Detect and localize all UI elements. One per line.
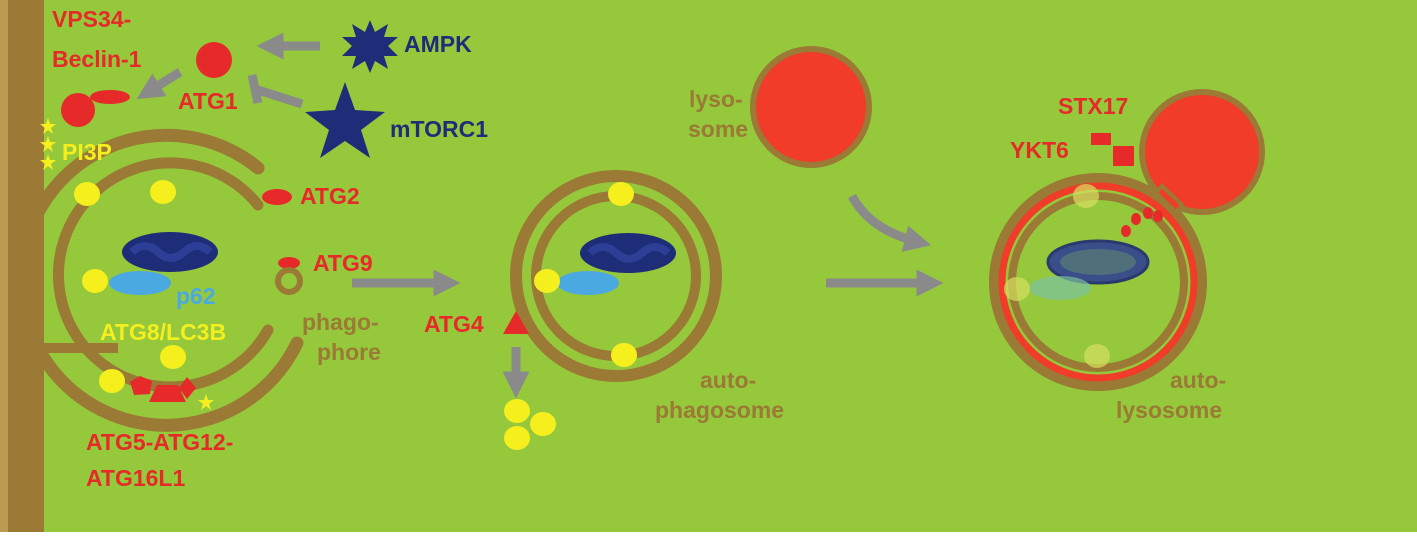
label-atg2: ATG2	[300, 183, 360, 209]
label-vps34-line1: VPS34-	[52, 6, 131, 32]
ampk-star	[342, 20, 398, 73]
fusing-lysosome	[1139, 89, 1265, 215]
label-autolysosome-line1: auto-	[1170, 367, 1226, 393]
label-lysosome-line1: lyso-	[689, 86, 743, 112]
label-ampk: AMPK	[404, 31, 472, 57]
arrows	[136, 32, 944, 399]
lc3-dots-faded	[1004, 184, 1110, 368]
lysosomal-droplets	[1121, 207, 1163, 237]
mitochondrion-degrading	[1046, 239, 1150, 285]
atg9-vesicle	[275, 267, 303, 295]
beclin1-ellipse	[90, 90, 130, 104]
label-atg8: ATG8/LC3B	[100, 319, 226, 345]
atg4-protein	[503, 311, 529, 334]
phagophore-inner-membrane	[53, 157, 274, 393]
stx17-ykt6-snares	[1091, 133, 1134, 166]
label-vps34-line2: Beclin-1	[52, 46, 142, 72]
p62-autolysosome	[1029, 276, 1091, 300]
autolysosome-red-membrane	[998, 182, 1198, 382]
autophagosome-outer-membrane	[510, 170, 722, 382]
phagophore-outer-membrane	[14, 128, 304, 432]
lysosome	[750, 46, 872, 168]
label-p62: p62	[176, 283, 216, 309]
label-mtorc1: mTORC1	[390, 116, 488, 142]
label-atg5-line1: ATG5-ATG12-	[86, 429, 233, 455]
pi3p-stars	[40, 118, 214, 410]
label-autophagosome-line2: phagosome	[655, 397, 784, 423]
p62-phagophore	[109, 271, 171, 295]
p62-autophagosome	[557, 271, 619, 295]
vps34-complex	[61, 93, 95, 127]
label-stx17: STX17	[1058, 93, 1128, 119]
atg1-to-vps34-arrow	[136, 68, 183, 100]
label-atg5-line2: ATG16L1	[86, 465, 185, 491]
label-atg9: ATG9	[313, 250, 373, 276]
mtorc1-star	[305, 82, 385, 158]
phagophore	[14, 128, 304, 432]
er-membrane-edge	[0, 0, 8, 532]
atg1-complex	[196, 42, 232, 78]
mtorc1-inhibit-line	[256, 85, 304, 109]
label-phagophore-line2: phore	[317, 339, 381, 365]
label-atg1: ATG1	[178, 88, 238, 114]
atg2-protein	[262, 189, 292, 205]
label-autolysosome-line2: lysosome	[1116, 397, 1222, 423]
label-ykt6: YKT6	[1010, 137, 1069, 163]
label-lysosome-line2: some	[688, 116, 748, 142]
mitochondrion-phagophore	[122, 232, 218, 272]
label-phagophore-line1: phago-	[302, 309, 379, 335]
labels: VPS34- Beclin-1 ATG1 AMPK mTORC1 PI3P AT…	[52, 6, 1226, 491]
label-autophagosome-line1: auto-	[700, 367, 756, 393]
atg5-atg12-atg16l1-complex	[130, 376, 196, 402]
label-atg4: ATG4	[424, 311, 484, 337]
lc3-dots	[74, 180, 637, 450]
fusion-neck	[1153, 183, 1185, 215]
lysosome-fusion-arrow	[848, 193, 932, 252]
omegasome-stalk	[38, 343, 118, 353]
atg9-protein	[278, 257, 300, 269]
label-pi3p: PI3P	[62, 139, 112, 165]
mtorc1-inhibit-bar	[247, 74, 263, 104]
mitochondrion-autophagosome	[580, 233, 676, 273]
autolysosome-outer-membrane	[989, 173, 1207, 391]
